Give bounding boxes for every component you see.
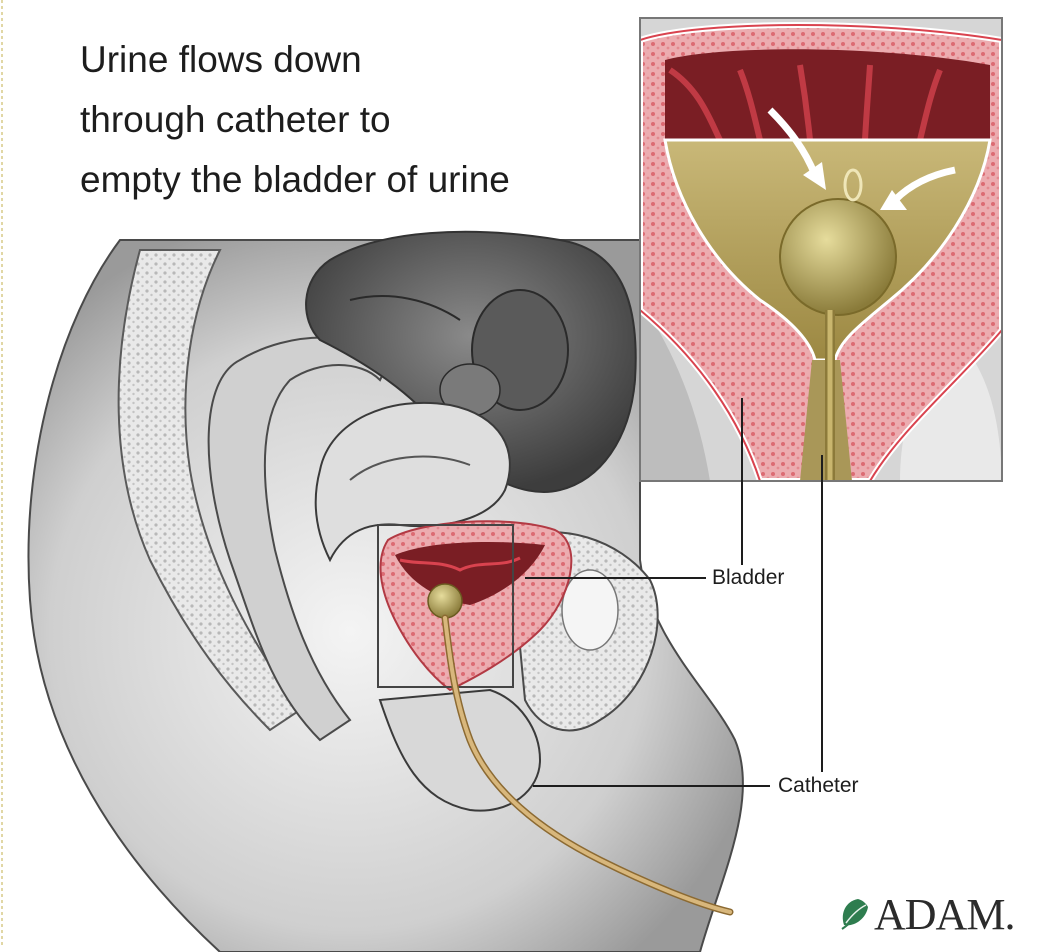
- bladder-inset: [640, 18, 1002, 481]
- adam-logo: ADAM.: [836, 888, 1015, 940]
- leaf-icon: [841, 899, 868, 930]
- bladder-label: Bladder: [712, 566, 785, 589]
- flow-arrow-left: [767, 107, 819, 177]
- caption-line-2: through catheter to: [80, 99, 391, 140]
- caption-line-3: empty the bladder of urine: [80, 159, 510, 200]
- logo-text: ADAM.: [874, 889, 1015, 939]
- caption-line-1: Urine flows down: [80, 39, 362, 80]
- caption: Urine flows down through catheter to emp…: [80, 30, 510, 210]
- catheter-label: Catheter: [778, 774, 859, 797]
- zoom-box: [377, 524, 514, 688]
- flow-arrow-right: [892, 166, 956, 203]
- uterus: [314, 401, 511, 563]
